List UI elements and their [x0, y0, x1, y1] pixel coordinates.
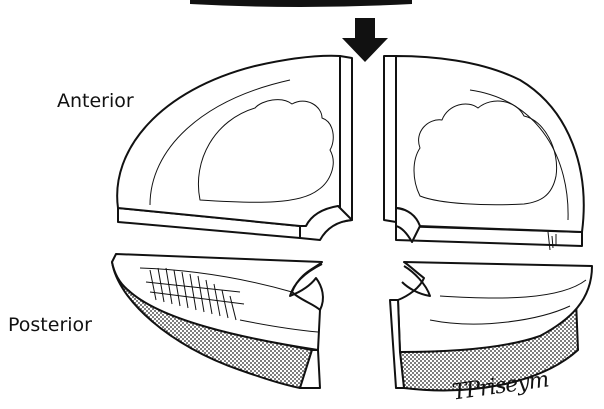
posterior-label: Posterior: [8, 314, 92, 336]
quadrant-lower-right: [390, 262, 592, 390]
top-bar: [190, 0, 412, 7]
down-arrow-icon: [342, 18, 388, 62]
quadrant-upper-left: [117, 56, 352, 240]
anterior-label: Anterior: [57, 90, 134, 112]
quadrant-upper-right: [384, 56, 584, 250]
quadrant-lower-left: [112, 254, 323, 388]
